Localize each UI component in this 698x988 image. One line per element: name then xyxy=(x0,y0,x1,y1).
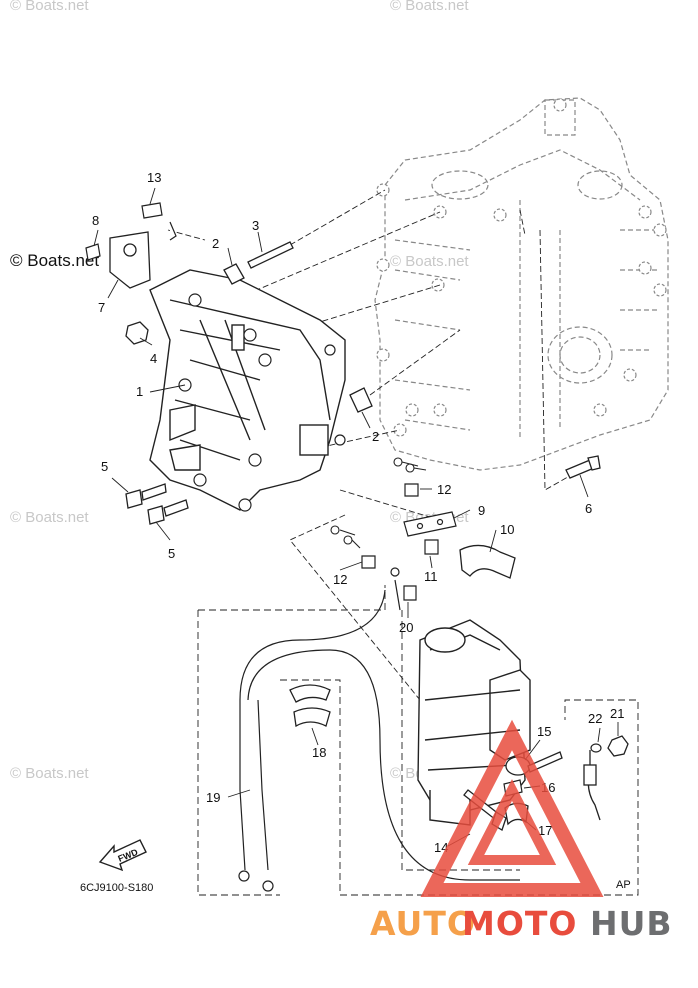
bolt-5-upper xyxy=(125,483,167,509)
washer-22 xyxy=(590,743,602,753)
callout-4: 4 xyxy=(150,351,157,366)
holder-18 xyxy=(289,684,331,728)
callout-19: 19 xyxy=(206,790,220,805)
cable-terminals xyxy=(238,870,274,892)
terminal-lugs-lower xyxy=(330,525,361,549)
stud-3 xyxy=(247,241,294,269)
fwd-arrow-icon: FWD xyxy=(98,839,147,872)
watermark-top-right: © Boats.net xyxy=(390,0,469,14)
bolt-5-lower xyxy=(147,499,189,525)
screw-20 xyxy=(390,567,417,601)
callout-15: 15 xyxy=(537,724,551,739)
callout-8: 8 xyxy=(92,213,99,228)
bolt-13 xyxy=(141,202,177,241)
watermark-left-middle: © Boats.net xyxy=(10,509,89,526)
callout-7: 7 xyxy=(98,300,105,315)
automotohub-logo: AP AUTO MOTO HUB xyxy=(370,719,673,943)
bracket-assembly xyxy=(149,269,346,511)
callout-21: 21 xyxy=(610,706,624,721)
brand-part-hub: HUB xyxy=(590,904,673,943)
callout-17: 17 xyxy=(538,823,552,838)
callout-18: 18 xyxy=(312,745,326,760)
callout-6: 6 xyxy=(585,501,592,516)
screw-12-upper xyxy=(404,483,419,497)
screw-12-lower xyxy=(361,555,376,569)
callout-3: 3 xyxy=(252,218,259,233)
engine-block-outline xyxy=(374,97,669,471)
bolt-6 xyxy=(565,455,601,479)
screw-11 xyxy=(424,539,439,555)
bracket-holes xyxy=(178,293,346,512)
callout-leaders xyxy=(93,187,619,847)
callout-5-lower: 5 xyxy=(168,546,175,561)
watermark-left-lower: © Boats.net xyxy=(10,765,89,782)
callout-2-upper: 2 xyxy=(212,236,219,251)
nut-21 xyxy=(607,735,629,757)
callout-5-upper: 5 xyxy=(101,459,108,474)
brand-part-auto: AUTO xyxy=(370,904,476,943)
collar-2-lower xyxy=(349,387,373,413)
callout-13: 13 xyxy=(147,170,161,185)
callout-22: 22 xyxy=(588,711,602,726)
callout-1: 1 xyxy=(136,384,143,399)
watermark-bold: © Boats.net xyxy=(10,251,99,270)
engine-bolt-bosses xyxy=(376,98,667,437)
callout-9: 9 xyxy=(478,503,485,518)
callout-2-lower: 2 xyxy=(372,429,379,444)
brand-part-moto: MOTO xyxy=(462,904,577,943)
callout-11: 11 xyxy=(424,569,438,584)
callout-12-lower: 12 xyxy=(333,572,347,587)
watermark-mid-right: © Boats.net xyxy=(390,253,469,270)
plate-9 xyxy=(403,511,457,537)
callout-10: 10 xyxy=(500,522,514,537)
terminal-lugs-upper xyxy=(393,457,427,473)
ap-label: AP xyxy=(616,879,631,891)
plate-7 xyxy=(109,231,151,289)
watermark-top-left: © Boats.net xyxy=(10,0,89,14)
cable-lines xyxy=(239,579,520,881)
collar-2-upper xyxy=(223,263,245,285)
diagram-code: 6CJ9100-S180 xyxy=(80,882,153,894)
callout-12-upper: 12 xyxy=(437,482,451,497)
clamp-10 xyxy=(459,544,516,579)
callout-20: 20 xyxy=(399,620,413,635)
nut-4 xyxy=(125,321,149,345)
lead-wire xyxy=(583,750,601,821)
